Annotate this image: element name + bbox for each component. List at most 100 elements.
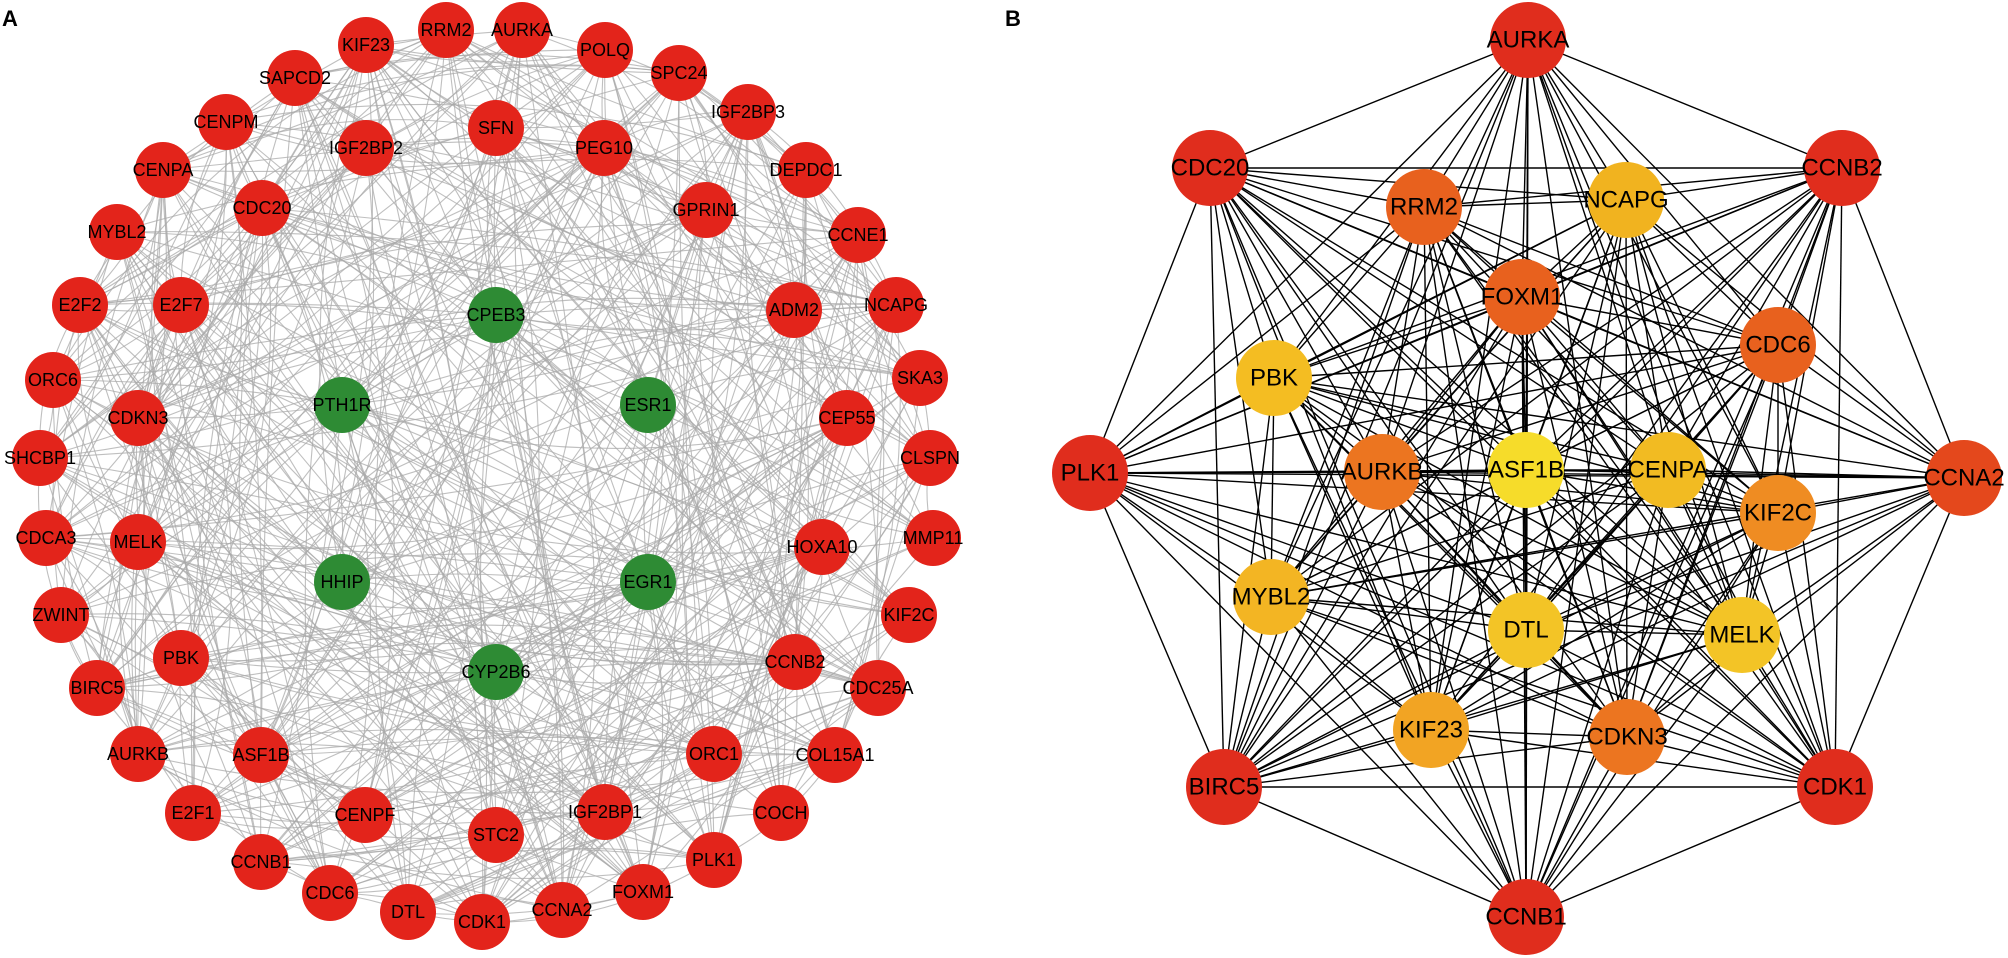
node-label: CDK1: [458, 912, 506, 932]
gene-node-coch: COCH: [753, 785, 809, 841]
network-edge: [713, 377, 921, 861]
network-edge: [647, 457, 931, 583]
node-circle: [33, 587, 89, 643]
node-label: ADM2: [769, 300, 819, 320]
gene-node-cpeb3: CPEB3: [466, 287, 526, 343]
node-circle: [1740, 475, 1816, 551]
network-edge: [1626, 477, 1965, 738]
hub-node-kif23: KIF23: [1393, 692, 1469, 768]
network-edge: [1270, 167, 1843, 598]
node-circle: [1490, 2, 1566, 78]
network-edge: [495, 457, 931, 673]
network-edge: [116, 158, 807, 233]
network-edge: [1273, 377, 1628, 738]
node-label: BIRC5: [1189, 774, 1260, 801]
node-label: CDC25A: [842, 678, 913, 698]
node-circle: [868, 277, 924, 333]
node-label: CCNB1: [1485, 904, 1566, 931]
network-edge: [495, 127, 796, 663]
network-edge: [60, 553, 910, 616]
network-edge: [329, 847, 715, 894]
node-circle: [52, 277, 108, 333]
network-edge: [137, 417, 848, 755]
network-edge: [96, 581, 343, 689]
hub-node-cdc6: CDC6: [1740, 307, 1816, 383]
node-label: E2F7: [159, 295, 202, 315]
node-circle: [678, 182, 734, 238]
network-edge: [329, 417, 848, 894]
network-edge: [604, 754, 836, 813]
network-edge: [45, 207, 263, 539]
node-label: DEPDC1: [769, 160, 842, 180]
network-edge: [1430, 469, 1669, 731]
network-edge: [1273, 377, 1965, 479]
network-edge: [480, 314, 497, 836]
gene-node-cep55: CEP55: [818, 390, 876, 446]
network-edge: [341, 209, 707, 406]
gene-node-cenpm: CENPM: [193, 94, 259, 150]
network-edge: [1527, 39, 1836, 788]
gene-node-shcbp1: SHCBP1: [4, 430, 76, 486]
node-label: DTL: [1503, 617, 1548, 644]
node-label: MELK: [1709, 622, 1774, 649]
gene-node-aurkb: AURKB: [107, 726, 169, 782]
network-edge: [1270, 512, 1779, 598]
network-edge: [45, 304, 182, 539]
network-edge: [192, 207, 263, 814]
gene-node-sfn: SFN: [468, 100, 524, 156]
network-edge: [647, 304, 897, 583]
node-label: CDC20: [232, 198, 291, 218]
network-edge: [96, 687, 563, 911]
node-circle: [314, 377, 370, 433]
network-edge: [1521, 296, 1628, 738]
gene-node-sapcd2: SAPCD2: [259, 50, 331, 106]
network-edge: [1525, 512, 1779, 631]
hub-node-pbk: PBK: [1236, 340, 1312, 416]
network-edge: [1625, 199, 1779, 514]
node-label: E2F1: [171, 803, 214, 823]
node-label: RRM2: [420, 20, 471, 40]
node-label: CDC6: [305, 883, 354, 903]
network-edge: [1626, 344, 1779, 738]
node-circle: [165, 785, 221, 841]
network-edge: [1525, 477, 1965, 631]
node-label: FOXM1: [612, 882, 674, 902]
network-edge: [1381, 471, 1432, 731]
network-edge: [1223, 477, 1965, 788]
network-edge: [96, 687, 366, 816]
network-edge: [1381, 206, 1425, 473]
node-circle: [1484, 259, 1560, 335]
node-label: RRM2: [1390, 194, 1458, 221]
network-edge: [493, 127, 497, 316]
network-edge: [1777, 344, 1836, 788]
network-edge: [1430, 477, 1965, 731]
gene-node-gprin1: GPRIN1: [672, 182, 740, 238]
node-label: HHIP: [320, 572, 363, 592]
network-edge: [1625, 199, 1669, 471]
node-circle: [1488, 592, 1564, 668]
network-edge: [225, 121, 605, 164]
network-edge: [1525, 344, 1779, 918]
network-edge: [1223, 39, 1529, 788]
node-label: ESR1: [624, 395, 671, 415]
node-label: CENPF: [334, 805, 395, 825]
node-circle: [110, 390, 166, 446]
network-edge: [52, 379, 343, 583]
network-edge: [1089, 472, 1527, 918]
network-edge: [1223, 786, 1527, 918]
network-edge: [1525, 786, 1836, 918]
node-label: NCAPG: [864, 295, 928, 315]
gene-node-orc6: ORC6: [25, 352, 81, 408]
node-label: PEG10: [575, 138, 633, 158]
node-circle: [1186, 749, 1262, 825]
network-edge: [1527, 39, 1843, 169]
gene-node-igf2bp2: IGF2BP2: [329, 120, 403, 176]
gene-node-igf2bp1: IGF2BP1: [568, 784, 642, 840]
node-circle: [577, 784, 633, 840]
network-edge: [341, 581, 796, 664]
hub-node-ccnb1: CCNB1: [1485, 879, 1567, 955]
network-edge: [364, 687, 879, 816]
network-edge: [481, 304, 897, 923]
network-edge: [39, 169, 164, 459]
network-edge: [341, 309, 795, 583]
